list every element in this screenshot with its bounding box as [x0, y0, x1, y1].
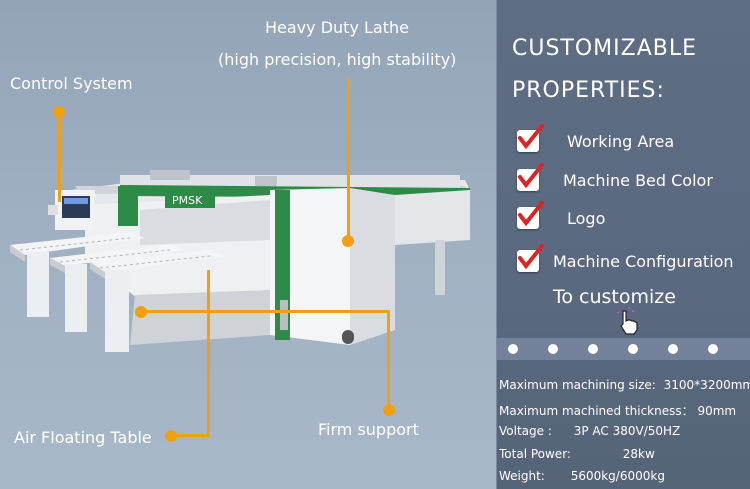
spec-label: Total Power:: [499, 447, 571, 461]
property-label: Machine Configuration: [553, 251, 734, 271]
spec-row: Weight: 5600kg/6000kg: [499, 469, 665, 483]
panel-title-line2: PROPERTIES:: [512, 78, 665, 103]
spec-value: 3P AC 380V/50HZ: [573, 424, 681, 438]
spec-value: 3100*3200mm: [663, 378, 750, 392]
carousel-dot[interactable]: [628, 344, 638, 354]
property-item: Working Area: [517, 124, 675, 154]
properties-panel: CUSTOMIZABLE PROPERTIES: Working Area Ma…: [497, 0, 750, 489]
brand-label: PMSK: [172, 194, 203, 207]
spec-value: 5600kg/6000kg: [570, 469, 665, 483]
check-icon: [517, 124, 544, 152]
lathe-title: Heavy Duty Lathe: [265, 18, 409, 37]
spec-row: Maximum machined thickness： 90mm: [499, 402, 736, 419]
property-item: Logo: [517, 201, 606, 231]
carousel-dot[interactable]: [548, 344, 558, 354]
hand-pointer-icon: [615, 307, 645, 341]
carousel-dot[interactable]: [508, 344, 518, 354]
lathe-callout-line: [347, 78, 350, 242]
spec-value: 28kw: [622, 447, 655, 461]
spec-row: Voltage : 3P AC 380V/50HZ: [499, 424, 680, 438]
check-icon: [517, 163, 544, 191]
firm-callout-line: [387, 310, 390, 410]
spec-row: Maximum machining size: 3100*3200mm: [499, 378, 750, 392]
check-icon: [517, 201, 544, 229]
spec-label: Voltage :: [499, 424, 552, 438]
lathe-subtitle: (high precision, high stability): [218, 50, 457, 69]
spec-label: Maximum machined thickness：: [499, 404, 694, 418]
spec-label: Weight:: [499, 469, 545, 483]
lathe-callout-dot: [342, 235, 354, 247]
product-image-area: PMSK H: [10, 18, 470, 447]
customize-link[interactable]: To customize: [553, 286, 676, 308]
air-floating-table-label: Air Floating Table: [14, 428, 152, 447]
carousel-dot[interactable]: [588, 344, 598, 354]
firm-support-label: Firm support: [318, 420, 419, 439]
firm-callout-dot: [383, 404, 395, 416]
control-callout-line: [58, 112, 61, 202]
property-label: Logo: [567, 208, 606, 228]
panel-saw-machine-illustration: PMSK: [10, 170, 470, 352]
air-table-callout-line: [207, 270, 210, 436]
property-label: Working Area: [567, 131, 675, 151]
control-system-label: Control System: [10, 74, 133, 93]
property-item: Machine Bed Color: [517, 163, 713, 193]
air-table-callout-dot: [165, 430, 177, 442]
firm-callout-line-h: [140, 310, 390, 313]
carousel-dot[interactable]: [668, 344, 678, 354]
property-item: Machine Configuration: [517, 244, 734, 274]
panel-title-line1: CUSTOMIZABLE: [512, 36, 698, 61]
control-callout-dot: [53, 106, 65, 118]
spec-row: Total Power: 28kw: [499, 447, 655, 461]
spec-value: 90mm: [697, 404, 737, 418]
carousel-indicators: [497, 338, 750, 360]
firm-callout-dot-left: [135, 306, 147, 318]
carousel-dot[interactable]: [708, 344, 718, 354]
property-label: Machine Bed Color: [563, 170, 713, 190]
spec-label: Maximum machining size:: [499, 378, 656, 392]
air-table-callout-line-h: [170, 434, 210, 437]
check-icon: [517, 244, 544, 272]
